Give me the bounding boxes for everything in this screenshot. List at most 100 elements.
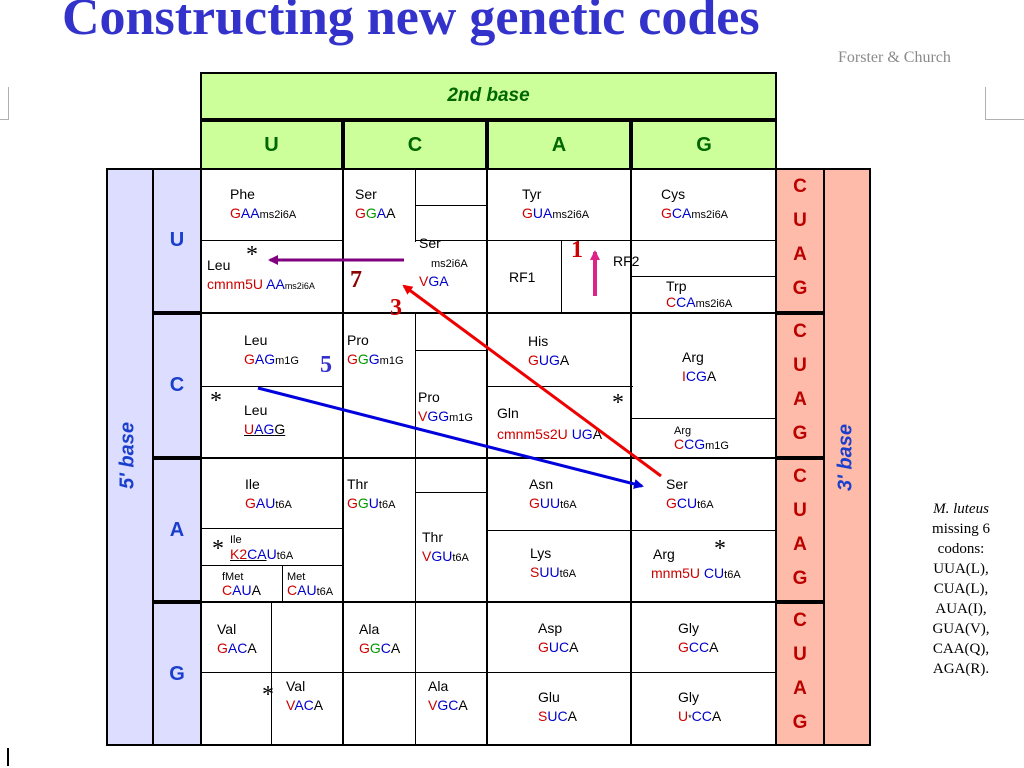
cell-text: Pro	[347, 332, 369, 348]
three-prime-column	[823, 168, 871, 746]
cell-text: GUUt6A	[529, 495, 577, 511]
cell-text: mnm5U CUt6A	[651, 565, 741, 581]
note-species: M. luteus	[933, 501, 989, 517]
grid-line	[487, 672, 777, 673]
grid-line	[415, 672, 487, 673]
cell-text: Gln	[497, 405, 519, 421]
grid-line	[415, 170, 416, 242]
second-base-A: A	[487, 120, 631, 170]
credit: Forster & Church	[838, 49, 951, 66]
note-line: AUA(I),	[935, 601, 987, 617]
cell-text: GGCA	[359, 640, 401, 656]
grid-line	[415, 459, 416, 601]
third-base-G: G	[792, 568, 808, 589]
cell-text: Ser	[666, 476, 688, 492]
first-base-G: G	[152, 602, 202, 746]
asterisk: *	[262, 682, 274, 708]
third-base-C: C	[793, 321, 807, 342]
grid-line	[282, 565, 283, 602]
grid-line	[415, 603, 416, 746]
page-title: Constructing new genetic codes	[62, 0, 760, 46]
asterisk: *	[212, 536, 224, 562]
note-line: GUA(V),	[932, 621, 990, 637]
cell-text: Ala	[428, 678, 449, 694]
cell-text: GGAA	[355, 205, 396, 221]
marker-7: 7	[350, 267, 362, 293]
blue-arrow	[257, 386, 644, 489]
cell-text: Trp	[666, 278, 687, 294]
cell-text: Lys	[530, 545, 552, 561]
cell-text: CAUA	[222, 582, 261, 598]
note-line: CAA(Q),	[932, 641, 990, 657]
grid-line	[201, 240, 343, 241]
marker-1: 1	[571, 237, 583, 263]
cell-text: Phe	[230, 186, 255, 202]
cell-text: GUCA	[538, 639, 579, 655]
second-base-C: C	[343, 120, 487, 170]
cell-text: ICGA	[682, 368, 717, 384]
cell-text: CCGm1G	[674, 436, 729, 452]
grid-line	[201, 528, 343, 529]
third-base-C: C	[793, 466, 807, 487]
second-base-U: U	[200, 120, 343, 170]
marker-5: 5	[320, 352, 332, 378]
cell-text: K2CAUt6A	[230, 546, 294, 562]
cell-text: Val	[286, 678, 306, 694]
grid-line	[201, 386, 343, 387]
m-luteus-note: M. luteus missing 6 codons: UUA(L), CUA(…	[912, 499, 1010, 679]
third-base-A: A	[793, 678, 807, 699]
cell-text: GUAms2i6A	[522, 205, 590, 221]
asterisk: *	[714, 536, 726, 562]
marker-3: 3	[390, 295, 402, 321]
cell-text: GAAms2i6A	[230, 205, 297, 221]
cell-text: cmnm5U AAms2i6A	[207, 276, 315, 292]
cell-text: CCAms2i6A	[666, 294, 733, 310]
left-bracket-decoration	[0, 87, 9, 120]
cell-text: Arg	[682, 349, 704, 365]
note-line: missing 6	[932, 521, 990, 537]
cell-text: UAGG	[244, 421, 286, 437]
cell-text: VGA	[419, 273, 449, 289]
third-base-A: A	[793, 244, 807, 265]
third-base-G: G	[792, 423, 808, 444]
note-line: CUA(L),	[933, 581, 989, 597]
grid-line	[415, 240, 487, 241]
cell-text: Asn	[529, 476, 554, 492]
third-base-C: C	[793, 610, 807, 631]
third-base-U: U	[793, 500, 807, 521]
asterisk: *	[612, 390, 624, 416]
grid-line	[415, 205, 487, 206]
cell-text: GAUt6A	[245, 495, 292, 511]
grid-line	[415, 492, 487, 493]
cell-text: Tyr	[522, 186, 542, 202]
page-marker	[7, 748, 9, 766]
cell-text: Asp	[538, 620, 563, 636]
cell-text: GGGm1G	[347, 351, 404, 367]
grid-line	[631, 276, 777, 277]
cell-text: GAGm1G	[244, 351, 299, 367]
first-base-C: C	[152, 313, 202, 458]
cell-text: Pro	[418, 389, 440, 405]
cell-text: fMet	[222, 571, 244, 583]
cell-text: Gly	[678, 620, 699, 636]
cell-text: Ile	[245, 476, 260, 492]
note-line: AGA(R).	[932, 661, 990, 677]
right-bracket-decoration	[985, 87, 1024, 120]
cell-text: RF1	[509, 269, 536, 285]
third-base-U: U	[793, 644, 807, 665]
third-base-A: A	[793, 389, 807, 410]
cell-text: Ser	[355, 186, 377, 202]
cell-text: SUCA	[538, 708, 577, 724]
grid-line	[201, 565, 343, 566]
cell-text: cmnm5s2U UGA	[497, 426, 603, 442]
grid-line	[201, 672, 488, 673]
grid-line	[487, 386, 633, 387]
third-base-G: G	[792, 712, 808, 733]
grid-line	[487, 530, 777, 531]
grid-line	[415, 350, 487, 351]
cell-text: CAUt6A	[287, 582, 334, 598]
cell-text: Thr	[347, 476, 368, 492]
